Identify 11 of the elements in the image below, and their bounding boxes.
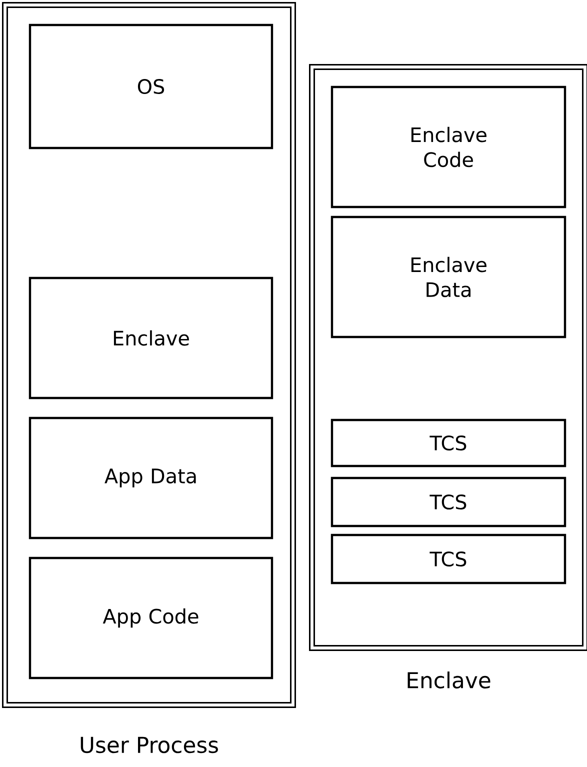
memory-region-box: App Data: [28, 416, 274, 540]
box-heading: User Process: [80, 736, 218, 754]
memory-region-box: Enclave Data: [330, 216, 566, 338]
box-heading: Enclave: [408, 672, 490, 688]
memory-region-box: OS: [28, 24, 274, 150]
memory-region-box: TCS: [330, 534, 566, 584]
memory-region-box: App Code: [28, 556, 274, 680]
memory-region-box: Enclave Code: [330, 86, 566, 208]
memory-region-box: TCS: [330, 476, 566, 528]
memory-region-box: Enclave: [28, 276, 274, 400]
memory-region-box: TCS: [330, 418, 566, 468]
